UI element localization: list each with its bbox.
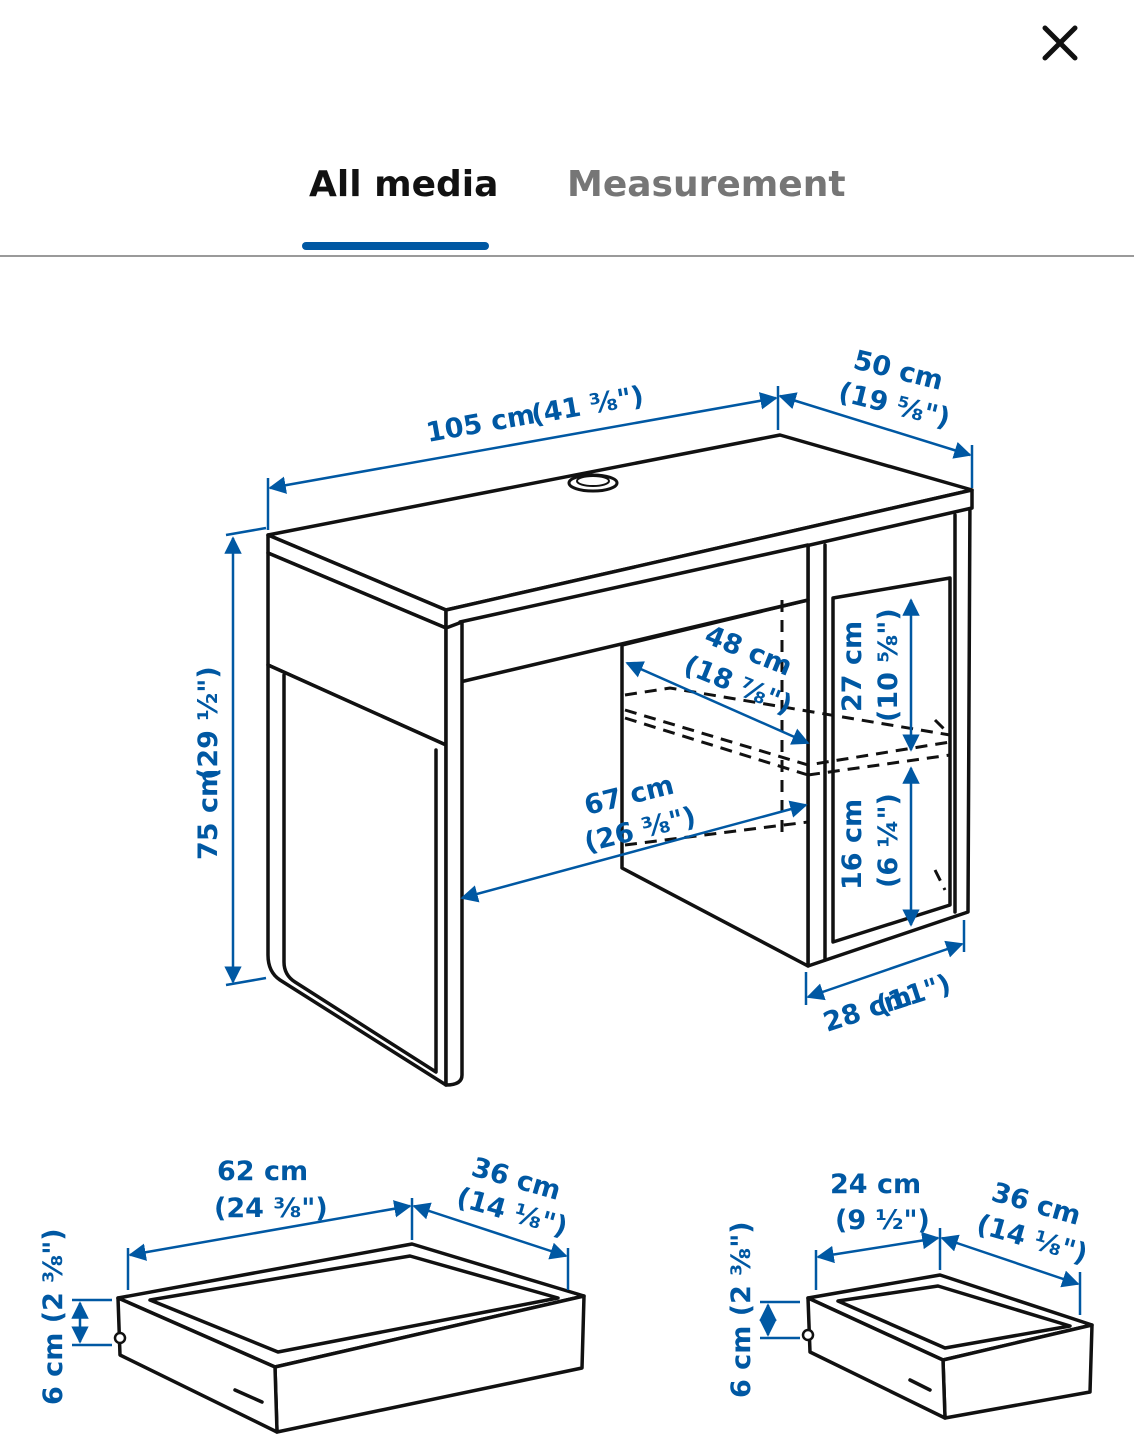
tab-all-media[interactable]: All media [309,164,499,205]
desk-width-label: 105 cm [424,399,538,449]
shelf-upper-label: 27 cm [837,621,868,712]
small-drawer-width-label: 24 cm [830,1169,921,1200]
desk-height-label: 75 cm [193,769,224,860]
measurement-illustration: 105 cm (41 ⅜") 50 cm (19 ⅝") 75 cm (29 ½… [0,280,1134,1440]
large-drawer-width-label: 62 cm [217,1156,308,1187]
close-icon [1042,25,1078,61]
desk-drawing [266,433,974,1087]
large-drawer-height-label: 6 cm (2 ⅜") [38,1228,69,1405]
large-drawer-width-inch: (24 ⅜") [214,1193,328,1224]
large-drawer-drawing [113,1242,586,1434]
dimension-drawing: 105 cm (41 ⅜") 50 cm (19 ⅝") 75 cm (29 ½… [38,345,1094,1434]
shelf-lower-inch: (6 ¼") [873,793,904,888]
active-tab-indicator [302,242,489,250]
desk-height-inch: (29 ½") [193,666,224,780]
close-button[interactable] [1030,18,1090,70]
tab-divider [0,255,1134,257]
small-drawer-drawing [801,1273,1094,1420]
shelf-lower-label: 16 cm [837,799,868,890]
small-drawer-width-inch: (9 ½") [835,1205,930,1236]
cabinet-width-inch: (11") [873,969,955,1022]
tab-measurement[interactable]: Measurement [567,164,846,205]
shelf-upper-inch: (10 ⅝") [873,608,904,722]
small-drawer-height-label: 6 cm (2 ⅜") [726,1221,757,1398]
